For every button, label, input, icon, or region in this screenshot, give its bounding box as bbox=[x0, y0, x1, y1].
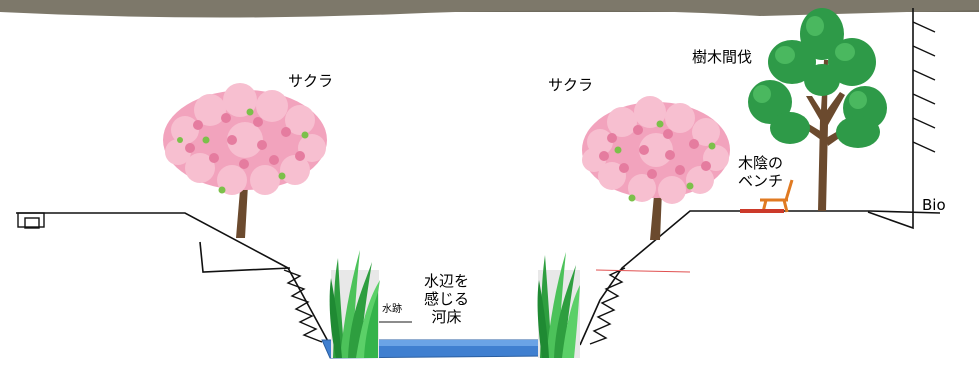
sakura-tree-left bbox=[163, 83, 327, 238]
bench-ground-mark bbox=[740, 209, 784, 213]
label-thinning: 樹木間伐 bbox=[692, 48, 753, 66]
right-revetment bbox=[589, 267, 626, 345]
label-riverbed-line3: 河床 bbox=[431, 308, 462, 326]
label-bench-line1: 木陰の bbox=[738, 154, 784, 172]
right-bank-red-line bbox=[595, 269, 691, 273]
label-riverbed-line1: 水辺を bbox=[424, 272, 470, 290]
sakura-tree-right bbox=[582, 96, 730, 240]
label-riverbed: 水辺を 感じる 河床 bbox=[424, 272, 469, 326]
label-bench-line2: ベンチ bbox=[738, 172, 784, 190]
label-riverbed-line2: 感じる bbox=[424, 290, 470, 308]
left-structure bbox=[17, 212, 45, 229]
label-bio: Bio bbox=[922, 196, 946, 214]
left-grass bbox=[329, 250, 380, 358]
label-bench: 木陰の ベンチ bbox=[738, 154, 783, 190]
green-tree bbox=[748, 8, 887, 211]
label-water-trace: 水跡 bbox=[382, 304, 402, 315]
label-sakura-left: サクラ bbox=[288, 72, 334, 90]
water-surface bbox=[378, 340, 538, 346]
left-revetment bbox=[283, 269, 323, 343]
right-wall-hatch bbox=[912, 21, 936, 153]
label-sakura-right: サクラ bbox=[548, 76, 594, 94]
top-photo-edge bbox=[0, 0, 979, 18]
right-grass bbox=[537, 252, 580, 358]
